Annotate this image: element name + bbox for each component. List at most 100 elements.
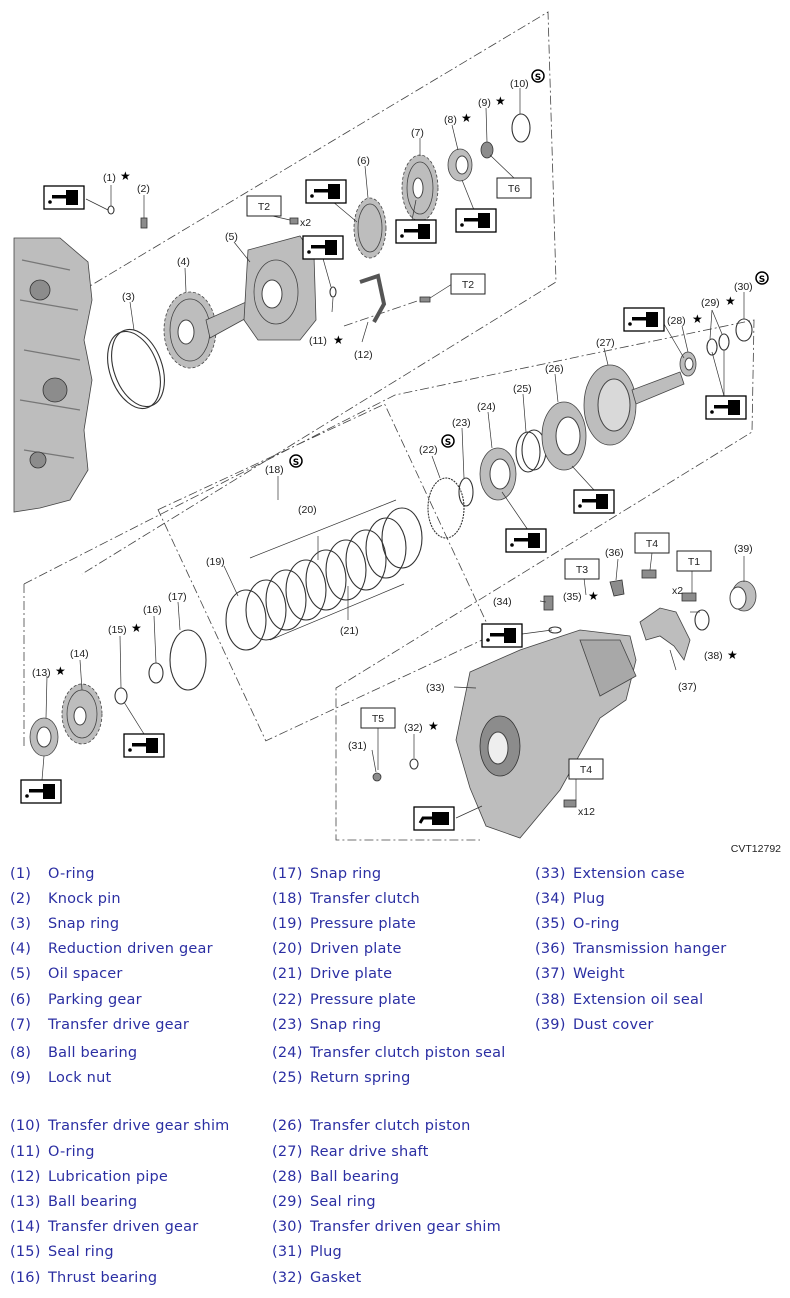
legend-item-number: (17) <box>272 866 303 882</box>
legend-item: (17) Snap ring <box>272 866 381 882</box>
legend-item: (36)Transmission hanger <box>535 941 726 957</box>
replace-star-marks: ★ ★ ★ ★ ★ ★ ★ ★ ★ ★ ★ <box>55 94 738 733</box>
oil-symbol-icon <box>505 528 547 553</box>
transfer-drive-gear <box>401 154 439 222</box>
plug-34 <box>543 595 554 611</box>
svg-text:T4: T4 <box>580 764 592 776</box>
dust-cover <box>729 580 757 612</box>
svg-text:(28): (28) <box>667 315 686 327</box>
svg-text:(11): (11) <box>309 335 327 347</box>
oil-symbol-icon <box>43 185 85 210</box>
svg-text:(27): (27) <box>596 337 615 349</box>
legend-item-number: (20) <box>272 941 303 957</box>
legend-item-number: (18) <box>272 891 303 907</box>
legend-item: (31)Plug <box>272 1244 342 1260</box>
torque-box-t6: T6 <box>496 177 532 199</box>
transfer-clutch-group-box <box>157 403 493 742</box>
legend-item-name: Snap ring <box>310 866 382 882</box>
legend-item-name: Parking gear <box>48 992 142 1008</box>
legend-item: (3) Snap ring <box>10 916 119 932</box>
legend-item: (37)Weight <box>535 966 625 982</box>
bolt-t2b <box>419 296 431 303</box>
assembly-outline <box>23 11 755 841</box>
legend-item-number: (4) <box>10 941 32 957</box>
svg-text:(26): (26) <box>545 363 564 375</box>
oil-symbol-icon <box>455 208 497 233</box>
legend-item-name: Snap ring <box>310 1017 382 1033</box>
legend-item-name: Transfer driven gear <box>48 1219 199 1235</box>
svg-text:★: ★ <box>725 294 736 308</box>
torque-box-t3: T3 <box>564 558 600 580</box>
legend-item: (21)Drive plate <box>272 966 392 982</box>
svg-text:(31): (31) <box>348 740 367 752</box>
legend-item-number: (29) <box>272 1194 303 1210</box>
bolt-t1 <box>681 592 697 602</box>
svg-text:★: ★ <box>461 111 472 125</box>
legend-item-number: (27) <box>272 1144 303 1160</box>
legend-item-number: (14) <box>10 1219 41 1235</box>
legend-item: (25)Return spring <box>272 1070 410 1086</box>
legend-item: (5)Oil spacer <box>10 966 123 982</box>
svg-text:S: S <box>293 458 299 468</box>
lock-nut <box>480 141 494 159</box>
legend-item-name: Drive plate <box>310 966 393 982</box>
svg-text:(7): (7) <box>411 127 424 139</box>
legend-item-name: Transfer driven gear shim <box>310 1219 501 1235</box>
oil-symbol-icon <box>20 779 62 804</box>
svg-text:★: ★ <box>333 333 344 347</box>
svg-text:(20): (20) <box>298 504 317 516</box>
seal-ring-15 <box>114 687 128 705</box>
legend-item-name: Seal ring <box>48 1244 114 1260</box>
svg-text:(36): (36) <box>605 547 624 559</box>
svg-text:(5): (5) <box>225 231 238 243</box>
svg-text:(3): (3) <box>122 291 135 303</box>
svg-text:(19): (19) <box>206 556 225 568</box>
legend-item: (12)Lubrication pipe <box>10 1169 168 1185</box>
legend-item: (32)Gasket <box>272 1270 361 1286</box>
legend-item: (38)Extension oil seal <box>535 992 703 1008</box>
leader-lines <box>41 88 745 819</box>
svg-text:T5: T5 <box>372 713 384 725</box>
svg-text:S: S <box>445 438 451 448</box>
selective-part-icon: S S S S <box>289 69 769 468</box>
svg-text:★: ★ <box>692 312 703 326</box>
legend-item-name: Ball bearing <box>48 1045 138 1061</box>
legend-item: (22)Pressure plate <box>272 992 416 1008</box>
svg-text:(35): (35) <box>563 591 582 603</box>
bolt-t4 <box>641 569 657 579</box>
o-ring-35 <box>548 626 562 634</box>
pressure-plate-22 <box>427 477 465 539</box>
legend-item-name: Seal ring <box>310 1194 376 1210</box>
extension-case <box>455 629 637 839</box>
legend-item: (35)O-ring <box>535 916 620 932</box>
legend-item: (24)Transfer clutch piston seal <box>272 1045 506 1061</box>
legend-item: (10)Transfer drive gear shim <box>10 1118 230 1134</box>
torque-box-t1: T1 <box>676 550 712 572</box>
legend-item-name: O-ring <box>48 866 95 882</box>
reduction-driven-gear <box>163 291 251 369</box>
legend-item-name: Snap ring <box>48 916 120 932</box>
legend-item-name: Pressure plate <box>310 916 417 932</box>
ball-bearing-8 <box>447 148 473 182</box>
torque-box-t4a: T4 <box>634 532 670 554</box>
legend-item-number: (9) <box>10 1070 32 1086</box>
transfer-clutch-piston-seal <box>479 447 517 501</box>
lubrication-pipe <box>359 273 387 323</box>
legend-item-name: Lock nut <box>48 1070 112 1086</box>
legend-item: (13)Ball bearing <box>10 1194 137 1210</box>
svg-text:(37): (37) <box>678 681 697 693</box>
grease-symbol-icon <box>412 805 456 832</box>
svg-text:T4: T4 <box>646 538 658 550</box>
parking-gear <box>353 197 387 259</box>
o-ring-11 <box>329 286 337 298</box>
legend-item-name: Gasket <box>310 1270 362 1286</box>
legend-item-name: Thrust bearing <box>48 1270 158 1286</box>
legend-item: (29) Seal ring <box>272 1194 376 1210</box>
legend-item-number: (3) <box>10 916 32 932</box>
legend-item-number: (28) <box>272 1169 303 1185</box>
legend-item-name: Dust cover <box>573 1017 654 1033</box>
legend-item-number: (19) <box>272 916 303 932</box>
svg-text:(10): (10) <box>510 78 529 90</box>
legend-item-number: (16) <box>10 1270 41 1286</box>
legend-item-number: (39) <box>535 1017 566 1033</box>
